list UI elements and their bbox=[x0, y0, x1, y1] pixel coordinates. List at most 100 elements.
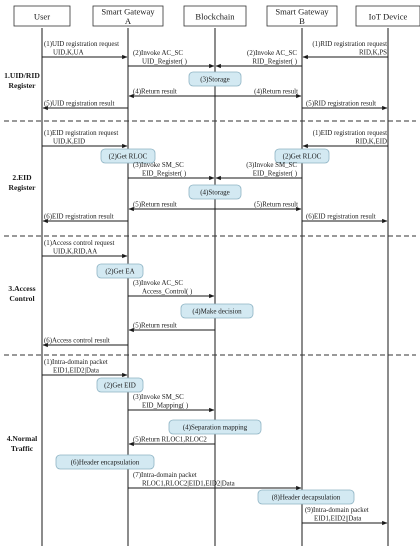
step-label: (4)Separation mapping bbox=[183, 424, 248, 432]
message-label: (2)Invoke AC_SC bbox=[247, 50, 297, 57]
participant-box bbox=[92, 5, 164, 27]
message-label: EID_Register( ) bbox=[142, 171, 186, 178]
participant-label: IoT Device bbox=[369, 12, 408, 22]
section-label: 1.UID/RID bbox=[4, 71, 40, 80]
message-label: (1)EID registration request bbox=[44, 130, 118, 137]
step-label: (4)Storage bbox=[200, 189, 230, 197]
message-label: EID1,EID2||Data bbox=[314, 516, 361, 523]
step-label: (3)Storage bbox=[200, 76, 230, 84]
message: (5)Return result bbox=[128, 323, 215, 333]
message: (5)Return result bbox=[128, 202, 215, 212]
message-label: RID_Register( ) bbox=[252, 59, 297, 66]
message-label: (3)Invoke SM_SC bbox=[246, 162, 297, 169]
message-label: (1)UID registration request bbox=[44, 41, 119, 48]
process-step: (2)Get RLOC bbox=[100, 148, 156, 164]
step-label: (4)Make decision bbox=[192, 308, 242, 316]
section-label: Traffic bbox=[11, 444, 34, 453]
participant-box bbox=[266, 5, 338, 27]
message-label: (5)RID registration result bbox=[306, 101, 376, 108]
process-step: (4)Storage bbox=[188, 184, 242, 200]
message-label: UID,K,EID bbox=[53, 139, 85, 146]
message-label: UID_Register( ) bbox=[142, 59, 187, 66]
message: (5)RID registration result bbox=[302, 101, 388, 111]
step-box bbox=[274, 148, 330, 164]
step-label: (2)Get RLOC bbox=[109, 153, 148, 161]
message-label: (2)Invoke AC_SC bbox=[133, 50, 183, 57]
process-step: (8)Header decapsulation bbox=[257, 489, 355, 505]
message-label: (5)Return result bbox=[254, 202, 298, 209]
step-box bbox=[168, 419, 262, 435]
message-label: UID,K,UA bbox=[53, 50, 84, 57]
section-label: Register bbox=[9, 183, 37, 192]
message: (5)UID registration result bbox=[42, 101, 128, 111]
participant-iot: IoT Device bbox=[355, 5, 420, 27]
participant-label: Blockchain bbox=[195, 12, 235, 22]
message: (5)Return RLOC1,RLOC2 bbox=[128, 437, 215, 447]
message-label: (1)RID registration request bbox=[312, 41, 387, 48]
message-label: RID,K,PS bbox=[359, 50, 387, 57]
message: (6)EID registration result bbox=[302, 214, 388, 224]
message-label: Access_Control( ) bbox=[142, 289, 192, 296]
message: (6)EID registration result bbox=[42, 214, 128, 224]
message-label: (3)Invoke SM_SC bbox=[133, 162, 184, 169]
step-label: (8)Header decapsulation bbox=[272, 494, 341, 502]
message: (4)Return result bbox=[128, 89, 215, 99]
message-label: (6)EID registration result bbox=[44, 214, 114, 221]
step-label: (6)Header encapsulation bbox=[71, 459, 140, 467]
process-step: (4)Make decision bbox=[180, 303, 254, 319]
participant-label: B bbox=[299, 16, 305, 26]
step-label: (2)Get EID bbox=[104, 382, 136, 390]
message-label: (7)Intra-domain packet bbox=[133, 472, 197, 479]
message-label: (9)Intra-domain packet bbox=[305, 507, 369, 514]
step-box bbox=[188, 184, 242, 200]
participant-label: Smart Gateway bbox=[101, 7, 155, 17]
section-label: Register bbox=[9, 81, 37, 90]
message-label: (1)Access control request bbox=[44, 240, 114, 247]
section-label: 3.Access bbox=[8, 284, 35, 293]
message-label: (1)Intra-domain packet bbox=[44, 359, 108, 366]
section-label: 4.Normal bbox=[7, 434, 38, 443]
section-label: 2.EID bbox=[12, 173, 32, 182]
message: (6)Access control result bbox=[42, 338, 128, 348]
process-step: (3)Storage bbox=[188, 71, 242, 87]
message: (7)Intra-domain packetRLOC1,RLOC2|EID1,E… bbox=[128, 472, 302, 491]
message-label: RLOC1,RLOC2|EID1,EID2|Data bbox=[142, 481, 235, 488]
message: (3)Invoke SM_SC EID_Register( ) bbox=[128, 162, 215, 181]
participant-label: A bbox=[125, 16, 132, 26]
message: (2)Invoke AC_SC UID_Register( ) bbox=[128, 50, 215, 69]
process-step: (2)Get EID bbox=[96, 377, 144, 393]
message-label: (6)Access control result bbox=[44, 338, 110, 345]
step-box bbox=[100, 148, 156, 164]
participant-box bbox=[355, 5, 420, 27]
step-box bbox=[180, 303, 254, 319]
step-box bbox=[55, 454, 155, 470]
participant-box bbox=[183, 5, 247, 27]
message: (5)Return result bbox=[215, 202, 302, 212]
step-label: (2)Get EA bbox=[105, 268, 134, 276]
message-label: EID1,EID2|Data bbox=[53, 368, 99, 375]
participant-user: User bbox=[13, 5, 71, 27]
message-label: EID_Mapping( ) bbox=[142, 403, 188, 410]
message-label: (5)Return result bbox=[133, 323, 177, 330]
message-label: UID,K,RID,AA bbox=[53, 249, 97, 256]
message-label: (5)Return RLOC1,RLOC2 bbox=[133, 437, 207, 444]
message-label: (5)Return result bbox=[133, 202, 177, 209]
process-step: (2)Get RLOC bbox=[274, 148, 330, 164]
step-box bbox=[188, 71, 242, 87]
step-box bbox=[257, 489, 355, 505]
step-box bbox=[96, 263, 144, 279]
process-step: (4)Separation mapping bbox=[168, 419, 262, 435]
message-label: (1)EID registration request bbox=[313, 130, 387, 137]
